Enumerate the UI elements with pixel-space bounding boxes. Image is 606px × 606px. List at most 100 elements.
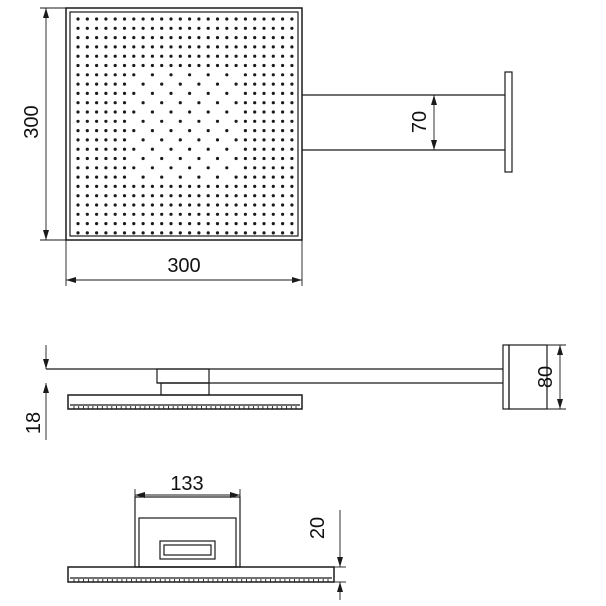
nozzle-dot xyxy=(104,138,108,142)
nozzle-dot xyxy=(95,156,99,161)
nozzle-dot xyxy=(85,175,89,179)
nozzle-dot xyxy=(141,222,145,226)
nozzle-dot xyxy=(122,63,127,68)
nozzle-dot xyxy=(290,231,294,235)
nozzle-dot xyxy=(104,82,108,86)
nozzle-dot xyxy=(122,184,127,188)
nozzle-dot xyxy=(169,203,173,207)
nozzle-dot xyxy=(104,156,108,161)
nozzle-dot xyxy=(243,138,247,142)
dim-label-head-thickness: 18 xyxy=(23,412,45,434)
nozzle-dot xyxy=(215,194,220,198)
nozzle-dot xyxy=(253,184,257,188)
nozzle-dot xyxy=(188,166,192,170)
nozzle-dot xyxy=(197,119,201,123)
nozzle-dot xyxy=(95,26,99,30)
nozzle-dot xyxy=(271,175,275,179)
nozzle-dot xyxy=(76,184,80,188)
nozzle-dot xyxy=(169,63,173,68)
nozzle-dot xyxy=(122,212,127,216)
nozzle-dot xyxy=(215,101,220,105)
nozzle-dot xyxy=(243,110,247,114)
nozzle-dot xyxy=(281,147,285,151)
nozzle-dot xyxy=(113,166,117,170)
nozzle-dot xyxy=(113,138,117,142)
nozzle-dot xyxy=(113,54,117,58)
nozzle-dot xyxy=(132,63,136,68)
nozzle-dot xyxy=(206,110,210,114)
nozzle-dot xyxy=(132,212,136,216)
arrow-18-up xyxy=(43,383,49,393)
nozzle-dot xyxy=(234,119,238,123)
nozzle-dot xyxy=(76,110,80,114)
nozzle-dot xyxy=(281,17,285,21)
nozzle-dot xyxy=(253,101,257,105)
nozzle-dot xyxy=(234,26,238,30)
nozzle-dot xyxy=(122,203,127,207)
nozzle-dot xyxy=(243,203,247,207)
nozzle-dot xyxy=(132,222,136,226)
nozzle-dot xyxy=(290,101,294,105)
swivel-block xyxy=(156,368,210,384)
front-view: 133 20 xyxy=(67,473,346,600)
nozzle-dot xyxy=(150,231,154,235)
nozzle-dot xyxy=(188,54,192,58)
nozzle-dot xyxy=(253,26,257,30)
nozzle-dot xyxy=(160,203,164,207)
nozzle-dot xyxy=(160,175,164,179)
nozzle-dot xyxy=(122,73,127,77)
nozzle-dot xyxy=(225,91,229,95)
nozzle-dot xyxy=(215,119,220,123)
nozzle-dot xyxy=(243,222,247,226)
nozzle-dot xyxy=(234,175,238,179)
nozzle-dot xyxy=(271,203,275,207)
nozzle-dot xyxy=(104,166,108,170)
nozzle-dot xyxy=(262,17,266,21)
swivel-stem xyxy=(160,382,210,396)
nozzle-dot xyxy=(271,231,275,235)
nozzle-dot xyxy=(262,203,266,207)
nozzle-dot xyxy=(160,45,164,49)
nozzle-dot xyxy=(197,194,201,198)
nozzle-dot xyxy=(76,17,80,21)
nozzle-dot xyxy=(160,54,164,58)
dim-label-height: 300 xyxy=(21,105,43,138)
arrow-arm-down xyxy=(431,140,437,150)
nozzle-dot xyxy=(169,17,173,21)
nozzle-dot xyxy=(178,156,182,161)
nozzle-dot xyxy=(178,119,182,123)
nozzle-dot xyxy=(188,17,192,21)
nozzle-dot xyxy=(234,184,238,188)
nozzle-dot xyxy=(271,222,275,226)
nozzle-dot xyxy=(132,73,136,77)
nozzle-dot xyxy=(197,222,201,226)
nozzle-dot xyxy=(95,222,99,226)
nozzle-dot xyxy=(178,212,182,216)
nozzle-dot xyxy=(113,203,117,207)
nozzle-dot xyxy=(85,36,89,40)
nozzle-dot xyxy=(253,73,257,77)
nozzle-dot xyxy=(290,82,294,86)
nozzle-dot xyxy=(188,129,192,133)
nozzle-dot xyxy=(141,156,145,161)
arrow-133-left xyxy=(135,492,145,498)
arrow-20-down xyxy=(337,557,343,567)
nozzle-dot xyxy=(76,156,80,161)
nozzle-dot xyxy=(262,119,266,123)
nozzle-dot xyxy=(95,63,99,68)
nozzle-dot xyxy=(262,184,266,188)
nozzle-dot xyxy=(281,156,285,161)
nozzle-dot xyxy=(243,184,247,188)
nozzle-dot xyxy=(215,26,220,30)
nozzle-dot xyxy=(290,166,294,170)
nozzle-dot xyxy=(225,54,229,58)
nozzle-dot xyxy=(113,175,117,179)
nozzle-dot xyxy=(132,36,136,40)
nozzle-dot xyxy=(243,175,247,179)
wall-plate-side xyxy=(502,344,510,410)
nozzle-dot xyxy=(281,26,285,30)
nozzle-dot xyxy=(76,119,80,123)
arrow-left xyxy=(66,277,76,283)
nozzle-dot xyxy=(197,101,201,105)
dim-label-wall-plate: 80 xyxy=(535,366,557,388)
